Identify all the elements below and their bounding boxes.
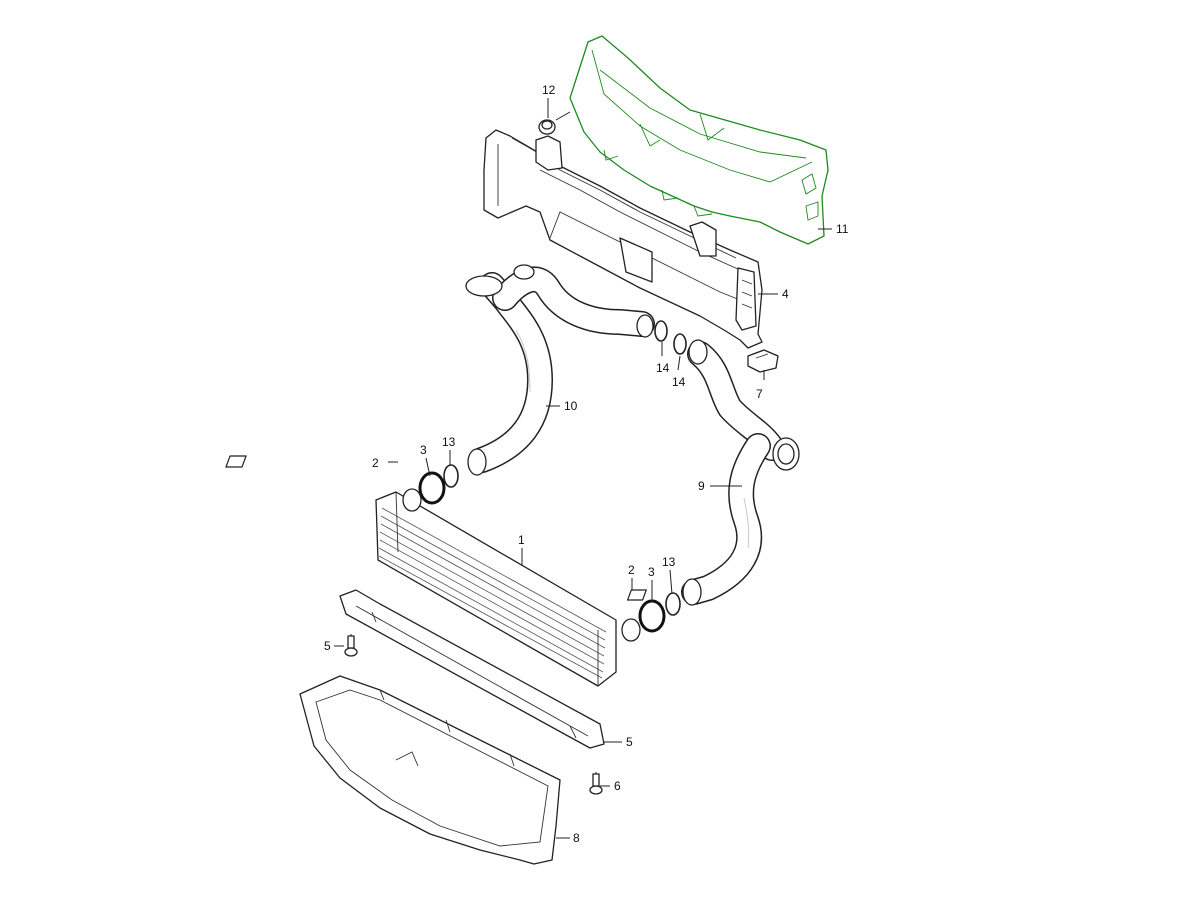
callout-4: 4 [782, 287, 789, 301]
ring-13-right[interactable] [665, 592, 681, 616]
air-duct-cover-highlighted[interactable] [569, 35, 829, 245]
ring-3-right[interactable] [638, 599, 666, 633]
callout-labels: 12 11 4 7 10 14 14 9 2 3 13 1 2 3 13 5 5… [324, 83, 849, 845]
callout-9: 9 [698, 479, 705, 493]
callout-2-right: 2 [628, 563, 635, 577]
ring-14-left[interactable] [654, 320, 668, 342]
ring-3-left[interactable] [418, 471, 446, 505]
retaining-clip[interactable] [747, 349, 779, 373]
lower-air-guide[interactable] [299, 675, 561, 865]
callout-7: 7 [756, 387, 763, 401]
callout-1: 1 [518, 533, 525, 547]
screw-left[interactable] [344, 634, 358, 657]
callout-5-right: 5 [626, 735, 633, 749]
callout-13-right: 13 [662, 555, 676, 569]
callout-6: 6 [614, 779, 621, 793]
callout-5-left: 5 [324, 639, 331, 653]
rubber-pad-left[interactable] [225, 455, 247, 468]
callout-14-right: 14 [672, 375, 686, 389]
upper-coolant-hose[interactable] [465, 264, 655, 476]
callout-10: 10 [564, 399, 578, 413]
callout-8: 8 [573, 831, 580, 845]
ring-14-right[interactable] [673, 333, 687, 355]
callout-13-left: 13 [442, 435, 456, 449]
lower-coolant-hose[interactable] [681, 339, 800, 606]
callout-12: 12 [542, 83, 556, 97]
callout-3-left: 3 [420, 443, 427, 457]
callout-11: 11 [836, 222, 849, 236]
leader-lines [334, 98, 832, 839]
nut-fastener[interactable] [538, 119, 556, 135]
callout-3-right: 3 [648, 565, 655, 579]
radiator[interactable] [375, 488, 641, 687]
lower-crossmember[interactable] [339, 589, 605, 749]
callout-14-left: 14 [656, 361, 670, 375]
callout-2-left: 2 [372, 456, 379, 470]
rubber-pad-right[interactable] [626, 589, 647, 601]
screw-right[interactable] [589, 772, 603, 795]
ring-13-left[interactable] [443, 464, 459, 488]
radiator-carrier[interactable] [483, 129, 763, 349]
